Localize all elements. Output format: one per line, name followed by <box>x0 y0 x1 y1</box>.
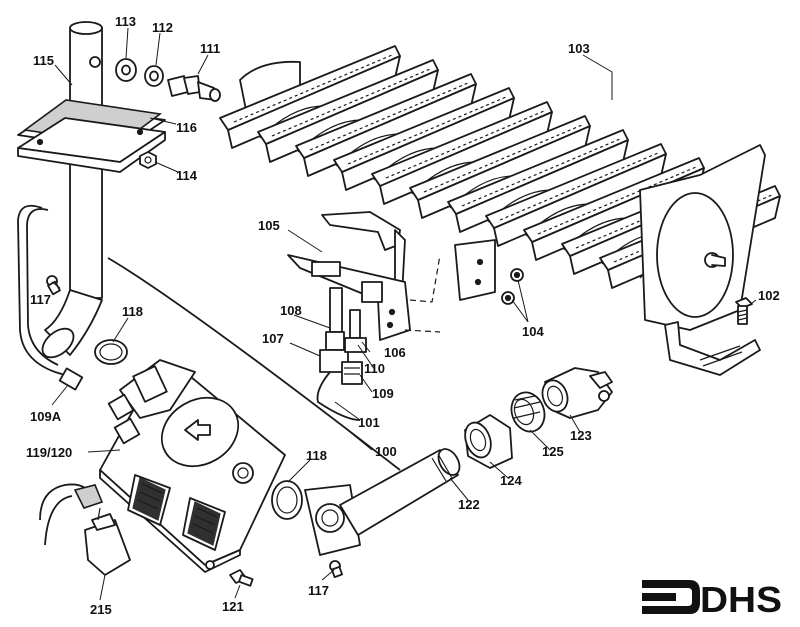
label-113: 113 <box>115 14 136 29</box>
dhs-logo-text: DHS <box>700 579 782 620</box>
label-105: 105 <box>258 218 280 233</box>
label-116: 116 <box>176 120 197 135</box>
label-121: 121 <box>222 599 244 614</box>
inlet-pipe-122 <box>304 448 461 556</box>
label-109: 109 <box>372 386 394 401</box>
label-115: 115 <box>33 53 54 68</box>
screws-104 <box>501 268 524 305</box>
label-215: 215 <box>90 602 112 617</box>
burner-blade <box>257 59 439 163</box>
label-122: 122 <box>458 497 480 512</box>
injector-111 <box>167 75 221 102</box>
washer-113 <box>115 58 137 82</box>
label-103: 103 <box>568 41 590 56</box>
electrode-110 <box>341 309 367 385</box>
label-118-lower: 118 <box>306 448 327 463</box>
dhs-logo: DHS <box>642 579 782 620</box>
screw-117-upper <box>46 275 61 296</box>
label-110: 110 <box>364 361 385 376</box>
cable-plug-215 <box>39 483 131 576</box>
label-104: 104 <box>522 324 544 339</box>
screw-121 <box>229 569 254 587</box>
label-117-upper: 117 <box>30 292 51 307</box>
screw-117-lower <box>329 560 344 579</box>
o-ring-118-lower <box>271 480 303 520</box>
label-117-lower: 117 <box>308 583 329 598</box>
pilot-tubing-109a <box>17 204 84 391</box>
burner-bank <box>219 45 781 376</box>
o-ring-118-upper <box>94 339 128 365</box>
pilot-assembly-105 <box>287 211 441 341</box>
burner-blade <box>409 115 591 219</box>
label-111: 111 <box>200 41 220 56</box>
label-125: 125 <box>542 444 564 459</box>
label-101: 101 <box>358 415 380 430</box>
nut-114 <box>139 151 157 169</box>
label-124: 124 <box>500 473 522 488</box>
label-100: 100 <box>375 444 397 459</box>
part-labels: 113 112 111 115 103 116 114 105 117 102 … <box>26 14 780 617</box>
label-123: 123 <box>570 428 592 443</box>
olive-125 <box>510 391 546 433</box>
burner-blade <box>295 73 477 177</box>
union-nut-124 <box>464 414 513 469</box>
dhs-logo-mark <box>642 580 700 614</box>
label-106: 106 <box>384 345 406 360</box>
pilot-tube-100 <box>107 257 401 471</box>
washer-112 <box>144 65 164 87</box>
label-108: 108 <box>280 303 302 318</box>
mounting-plate-116 <box>17 99 166 173</box>
label-112: 112 <box>152 20 173 35</box>
gas-valve-119-120 <box>99 359 286 573</box>
thermocouple <box>316 287 361 421</box>
label-107: 107 <box>262 331 284 346</box>
label-118-upper: 118 <box>122 304 143 319</box>
elbow-fitting-123 <box>541 367 613 419</box>
label-102: 102 <box>758 288 780 303</box>
label-109a: 109A <box>30 409 62 424</box>
leader-lines <box>51 27 757 601</box>
screw-102 <box>735 297 753 325</box>
riser-pipe-115 <box>41 21 103 359</box>
label-119-120: 119/120 <box>26 445 72 460</box>
label-114: 114 <box>176 168 198 183</box>
